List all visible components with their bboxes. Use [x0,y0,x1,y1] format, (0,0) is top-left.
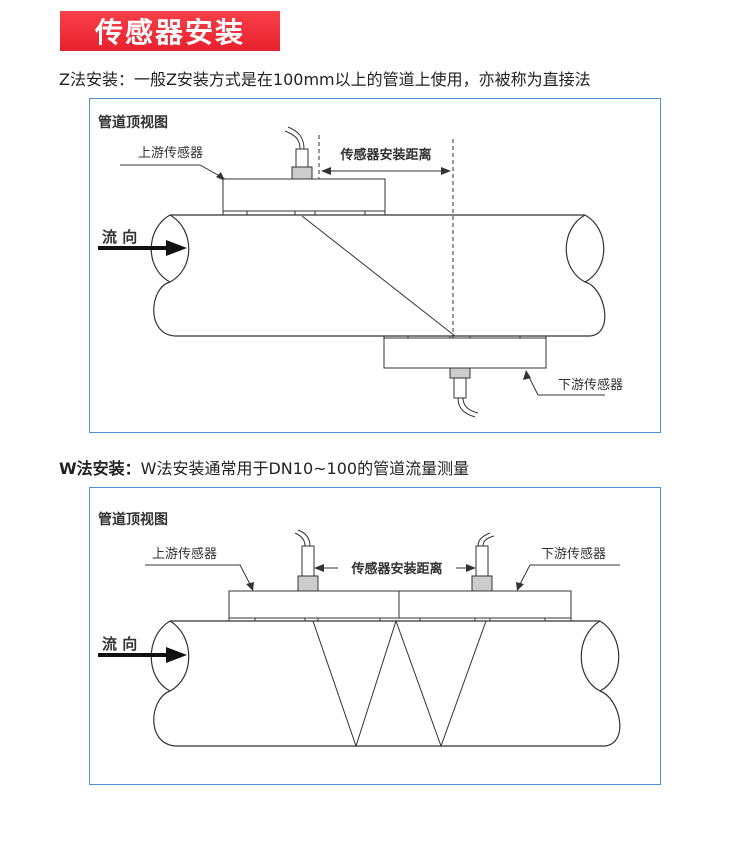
connector [453,377,467,399]
downstream-sensor-block [398,590,572,619]
w-method-label: W法安装： [59,459,141,478]
arrowhead-icon [314,564,324,572]
z-method-diagram: 管道顶视图 上游传感器 传感器安装距离 [89,98,661,433]
cable [287,126,305,150]
distance-label: 传感器安装距离 [339,147,431,163]
flow-direction-label: 流 向 [102,635,137,653]
arrowhead-icon [321,167,331,175]
sensor-pads [222,211,386,216]
w-method-description: W法安装：W法安装通常用于DN10~100的管道流量测量 [59,455,469,479]
label-bg [338,558,456,576]
arrowhead-icon [516,582,524,591]
arrowhead-icon [523,370,531,380]
signal-path [312,619,487,748]
flow-arrow-icon [166,647,187,663]
cable [284,130,301,150]
pipe [150,214,606,337]
w-method-text: W法安装通常用于DN10~100的管道流量测量 [140,459,470,478]
flow-arrow-icon [166,240,187,256]
cable [457,397,479,418]
connector-nut [449,367,471,379]
diagram-title: 管道顶视图 [98,511,168,528]
downstream-leader-line [526,372,605,396]
distance-label: 传感器安装距离 [350,561,442,577]
upstream-sensor-block [222,178,386,212]
downstream-sensor-label: 下游传感器 [558,377,623,393]
downstream-sensor-block [383,337,547,369]
upstream-sensor-label: 上游传感器 [152,546,217,562]
upstream-leader-line [145,564,253,589]
diagram-title: 管道顶视图 [98,114,168,131]
arrowhead-icon [466,564,476,572]
upstream-sensor-label: 上游传感器 [138,145,203,161]
z-method-text: 一般Z安装方式是在100mm以上的管道上使用，亦被称为直接法 [133,70,591,89]
z-diagram-svg: 管道顶视图 上游传感器 传感器安装距离 [98,114,623,418]
section-title-banner: 传感器安装 [60,11,280,51]
arrowhead-icon [441,167,451,175]
connector [295,148,309,168]
z-method-description: Z法安装：一般Z安装方式是在100mm以上的管道上使用，亦被称为直接法 [59,66,591,90]
downstream-connector [471,532,495,592]
arrowhead-icon [246,582,254,591]
connector-nut [291,166,313,180]
w-method-diagram: 管道顶视图 上游传感器 下游传感器 传感器安装距离 [89,487,661,785]
w-diagram-svg: 管道顶视图 上游传感器 下游传感器 传感器安装距离 [98,511,621,748]
downstream-sensor-label: 下游传感器 [541,546,606,562]
upstream-sensor-block [228,590,400,619]
upstream-leader-line [120,164,226,180]
z-method-label: Z法安装： [59,70,134,89]
flow-direction-label: 流 向 [102,228,137,246]
pipe [150,620,621,747]
upstream-connector [294,529,319,592]
downstream-leader-line [517,564,620,589]
signal-path [301,215,456,337]
